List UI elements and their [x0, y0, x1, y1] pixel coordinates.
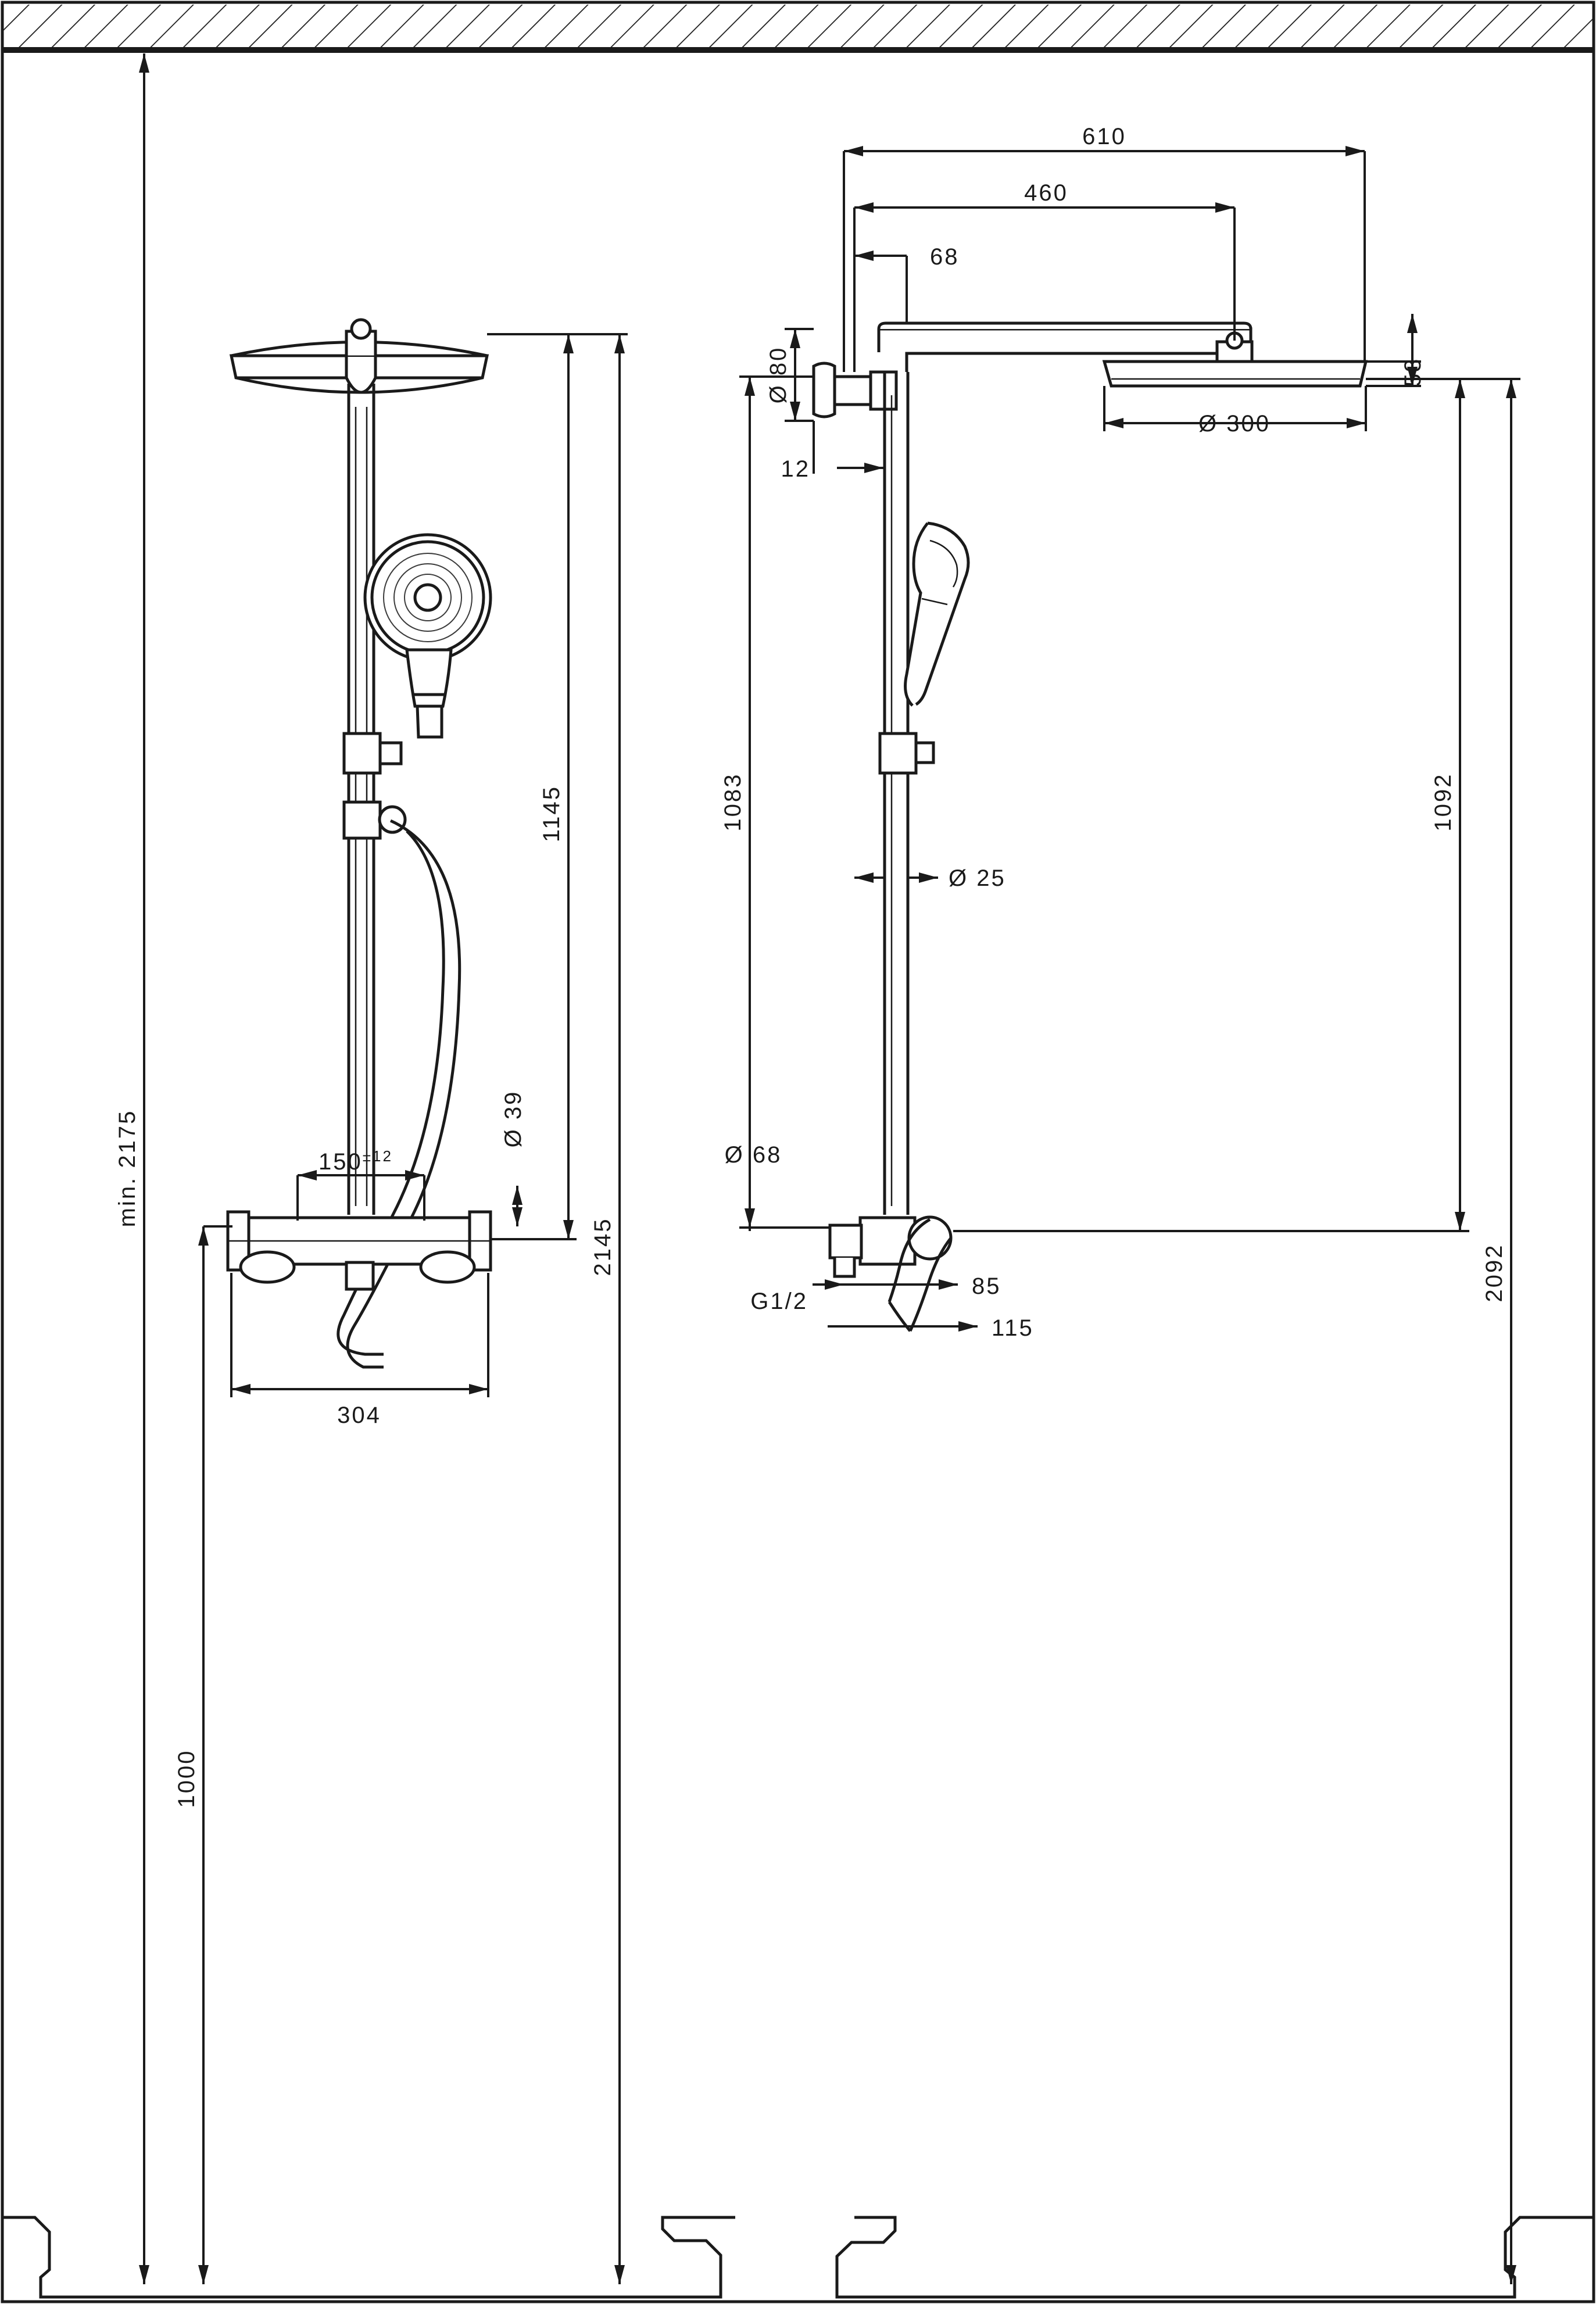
dim-overall-width: [230, 1273, 489, 1397]
dim-wall-gap-label: 12: [781, 456, 811, 482]
dim-arm-total-label: 610: [1082, 124, 1126, 149]
dim-arm-total: [843, 146, 1366, 372]
dim-handle-depth-label: 85: [972, 1273, 1001, 1299]
dim-wall-gap: [813, 421, 883, 474]
side-view-shower: [812, 321, 1368, 1332]
dim-tube-diameter-label: Ø 25: [949, 865, 1006, 891]
dim-valve-diameter-label: Ø 68: [725, 1142, 782, 1168]
dim-head-height-label: 1092: [1430, 773, 1456, 832]
dim-min-height-label: min. 2175: [114, 1110, 140, 1228]
dim-hose-diameter-label: Ø 39: [500, 1090, 526, 1148]
dim-overall-width-label: 304: [337, 1403, 381, 1428]
dim-head-height: [953, 378, 1469, 1232]
dim-spout-depth-label: 115: [992, 1315, 1034, 1341]
dim-riser-height: [492, 334, 577, 1240]
dim-head-diameter-label: Ø 300: [1198, 411, 1271, 437]
dim-connection-label: G1/2: [750, 1289, 808, 1314]
dim-overall-height-label: 2145: [590, 1218, 616, 1276]
dim-overall-height: [487, 333, 628, 2284]
dim-riser-to-head-label: 1083: [720, 773, 746, 832]
dim-head-thickness-label: 53: [1400, 357, 1426, 387]
floor-profile-left: [3, 2216, 735, 2299]
dim-riser-to-head: [739, 375, 830, 1229]
dim-arm-offset-label: 68: [930, 244, 960, 270]
dim-center-distance: [296, 1170, 425, 1221]
dim-total-height-label: 2092: [1482, 1244, 1507, 1303]
dim-arm-offset: [854, 251, 908, 323]
dim-head-thickness: [1366, 314, 1421, 387]
dim-head-diameter: [1103, 386, 1367, 431]
dim-floor-height-label: 1000: [174, 1750, 199, 1808]
floor-profile-right: [835, 2216, 1593, 2299]
dim-flange-diameter-label: Ø 80: [765, 346, 791, 404]
dim-arm-reach: [853, 202, 1236, 372]
dim-floor-height: [198, 1225, 232, 2284]
dim-center-distance-label: 150±12: [319, 1147, 393, 1175]
ceiling-hatch: [3, 5, 1593, 53]
dim-riser-height-label: 1145: [539, 785, 564, 842]
dim-arm-reach-label: 460: [1024, 180, 1068, 206]
dim-total-height: [1469, 378, 1520, 2284]
front-view-shower: [226, 318, 492, 1369]
dim-flange-diameter: [785, 328, 814, 422]
